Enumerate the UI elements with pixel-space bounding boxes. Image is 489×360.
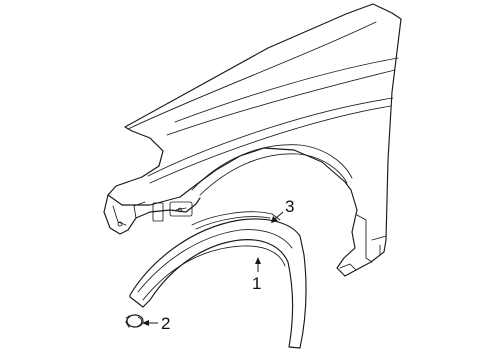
wheel-opening-molding [129, 211, 307, 349]
callout-label-2: 2 [161, 314, 170, 333]
callout-leader-3 [271, 211, 284, 223]
front-bracket [103, 194, 201, 235]
retaining-clip [125, 314, 144, 328]
callout-label-1: 1 [252, 274, 261, 293]
callout-leader-2 [142, 320, 158, 326]
fender-panel [107, 3, 402, 277]
callout-label-3: 3 [285, 197, 294, 216]
callout-leader-1 [255, 257, 261, 272]
